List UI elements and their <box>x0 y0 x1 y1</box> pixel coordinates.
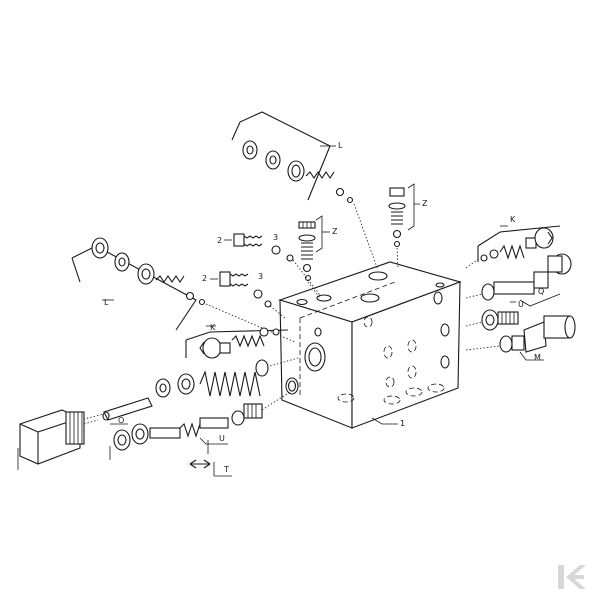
large-plug-left <box>17 409 99 470</box>
valve-block-body <box>278 261 462 429</box>
screw-2-lower <box>210 271 286 319</box>
plug-kit-Z-right <box>388 183 420 269</box>
label-U-right: U <box>518 300 524 309</box>
fitting-M <box>465 315 576 361</box>
label-K-right: K <box>510 215 516 224</box>
label-L-left: L <box>104 298 109 307</box>
label-K-left: K <box>210 323 216 332</box>
label-valve-block-1: 1 <box>400 419 405 428</box>
valve-kit-K-left <box>185 325 289 359</box>
valve-kit-U-left <box>109 391 291 460</box>
seal-kit-L-left <box>71 237 296 343</box>
screw-2-upper <box>224 233 321 296</box>
cartridge-Q <box>465 253 572 307</box>
plug-kit-Z-center <box>298 215 330 299</box>
label-screw-2-upper: 2 <box>217 236 222 245</box>
label-T: T <box>223 465 229 474</box>
pin-T <box>189 459 232 477</box>
label-U-left: U <box>219 434 225 443</box>
label-Z-right: Z <box>422 199 428 208</box>
label-Q: Q <box>538 287 544 296</box>
label-screw-2-lower: 2 <box>202 274 207 283</box>
label-washer-3-upper: 3 <box>273 233 278 242</box>
pin-O <box>79 397 153 425</box>
spring-assembly-center <box>155 357 299 398</box>
seal-kit-L-top <box>231 111 379 271</box>
valve-kit-U-right <box>465 301 519 331</box>
label-L-top: L <box>338 141 343 150</box>
label-Z-center: Z <box>332 227 338 236</box>
label-M: M <box>534 353 541 362</box>
label-O: O <box>118 416 124 425</box>
valve-kit-K-right <box>465 225 561 269</box>
label-washer-3-lower: 3 <box>258 272 263 281</box>
kverneland-logo-icon <box>558 565 586 589</box>
